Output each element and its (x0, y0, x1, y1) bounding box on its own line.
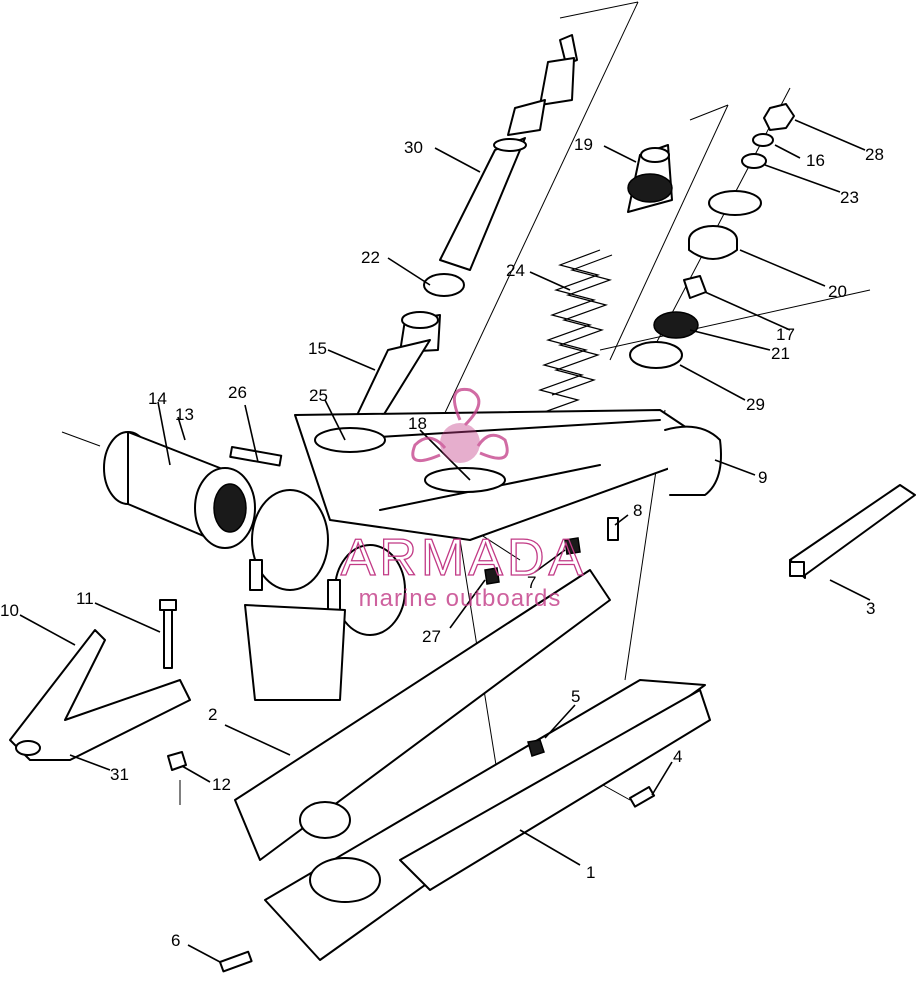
swing-arm-frame (294, 409, 722, 541)
pivot-tube (103, 431, 256, 549)
callout-22: 22 (361, 248, 380, 267)
callout-1: 1 (586, 863, 595, 882)
watermark-logo-icon (411, 387, 509, 463)
callout-2: 2 (208, 705, 217, 724)
callout-14: 14 (148, 389, 167, 408)
bolt-11 (159, 599, 177, 669)
watermark: ARMADA marine outboards (340, 387, 587, 612)
callout-30: 30 (404, 138, 423, 157)
callout-16: 16 (806, 151, 825, 170)
bolt-6 (219, 950, 253, 973)
callout-6: 6 (171, 931, 180, 950)
shock-absorber (439, 34, 578, 271)
callout-9: 9 (758, 468, 767, 487)
callout-4: 4 (673, 747, 682, 766)
pin-25 (314, 427, 386, 453)
callout-15: 15 (308, 339, 327, 358)
callout-20: 20 (828, 282, 847, 301)
nut-28 (763, 103, 795, 131)
callout-5: 5 (571, 687, 580, 706)
callout-29: 29 (746, 395, 765, 414)
callout-26: 26 (228, 383, 247, 402)
leader-lines (19, 119, 871, 963)
callout-24: 24 (506, 261, 525, 280)
shaft-18 (424, 467, 506, 493)
clamp-rings (249, 489, 406, 636)
callout-10: 10 (0, 601, 19, 620)
callout-3: 3 (866, 599, 875, 618)
callout-23: 23 (840, 188, 859, 207)
nut-12 (167, 751, 187, 771)
bracket (9, 629, 191, 761)
shock-lower-body (349, 273, 465, 446)
callout-13: 13 (175, 405, 194, 424)
watermark-brand: ARMADA (341, 529, 587, 587)
washer-23 (741, 153, 767, 169)
watermark-tagline: marine outboards (359, 585, 562, 612)
small-fasteners (219, 517, 656, 973)
callout-11: 11 (76, 589, 94, 608)
lower-rail (234, 569, 711, 961)
callout-21: 21 (771, 344, 790, 363)
callout-8: 8 (633, 501, 642, 520)
callout-17: 17 (776, 325, 795, 344)
washer-16 (752, 133, 774, 147)
guard-plate (244, 604, 346, 701)
nut-5 (527, 739, 545, 757)
bump-stop (627, 144, 673, 213)
callout-27: 27 (422, 627, 441, 646)
retainer-21 (653, 311, 699, 339)
callout-31: 31 (110, 765, 129, 784)
bolt-8 (607, 517, 619, 541)
callout-18: 18 (408, 414, 427, 433)
callout-labels: 1 2 3 4 5 6 7 8 9 10 11 12 13 14 15 16 1… (0, 135, 884, 950)
callout-7: 7 (527, 573, 536, 592)
nut-7 (564, 537, 581, 555)
square-tube (789, 484, 916, 579)
callout-12: 12 (212, 775, 231, 794)
long-bolt-26 (229, 446, 283, 467)
bolt-4 (629, 786, 656, 808)
right-hardware (629, 103, 795, 369)
nut-27 (484, 567, 500, 585)
coil-spring (535, 249, 613, 416)
callout-19: 19 (574, 135, 593, 154)
washer-22 (423, 273, 465, 297)
washer-29 (629, 341, 683, 369)
callout-28: 28 (865, 145, 884, 164)
callout-25: 25 (309, 386, 328, 405)
nut-17 (683, 275, 707, 299)
